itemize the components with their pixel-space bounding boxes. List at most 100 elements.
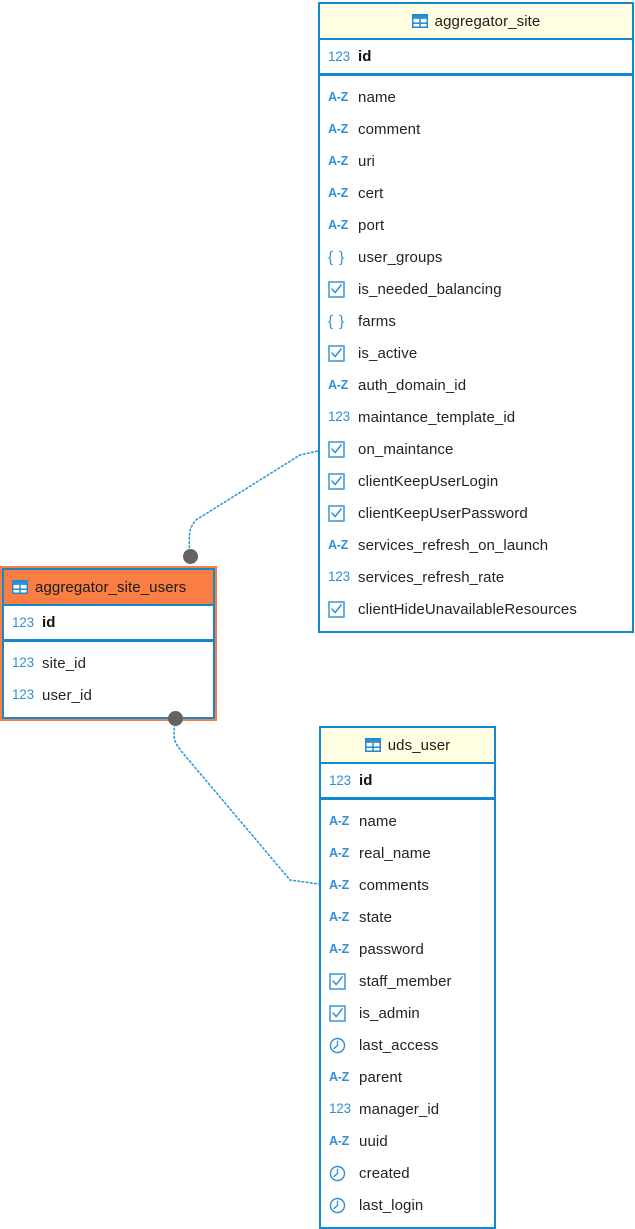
boolean-icon	[328, 279, 350, 299]
column-row[interactable]: A-Z cert	[320, 177, 632, 209]
text-icon: A-Z	[328, 185, 348, 200]
column-row[interactable]: 123 user_id	[4, 679, 213, 711]
relationship-endpoint-dot[interactable]	[168, 711, 183, 726]
column-row[interactable]: clientKeepUserPassword	[320, 497, 632, 529]
column-name: name	[359, 812, 397, 830]
text-icon: A-Z	[329, 1069, 349, 1084]
column-name: site_id	[42, 654, 87, 672]
text-icon: A-Z	[328, 121, 348, 136]
column-name: comment	[358, 120, 421, 138]
column-name: user_groups	[358, 248, 443, 266]
boolean-icon	[328, 439, 350, 459]
column-name: services_refresh_rate	[358, 568, 505, 586]
column-name: manager_id	[359, 1100, 440, 1118]
primary-key-row[interactable]: 123 id	[4, 606, 213, 642]
column-row[interactable]: on_maintance	[320, 433, 632, 465]
text-icon: A-Z	[329, 845, 349, 860]
column-row[interactable]: A-Z comment	[320, 113, 632, 145]
column-row[interactable]: staff_member	[321, 965, 494, 997]
column-row[interactable]: is_needed_balancing	[320, 273, 632, 305]
column-name: last_login	[359, 1196, 424, 1214]
number-icon: 123	[12, 655, 34, 671]
column-name: uuid	[359, 1132, 388, 1150]
datetime-icon	[329, 1035, 351, 1055]
column-name: farms	[358, 312, 396, 330]
column-row[interactable]: last_login	[321, 1189, 494, 1221]
column-name: password	[359, 940, 424, 958]
boolean-icon	[329, 1003, 351, 1023]
entity-title: aggregator_site_users	[35, 578, 187, 596]
text-icon: A-Z	[329, 909, 349, 924]
column-name: port	[358, 216, 385, 234]
column-row[interactable]: 123 site_id	[4, 647, 213, 679]
number-icon: 123	[329, 772, 351, 788]
column-row[interactable]: is_active	[320, 337, 632, 369]
column-name: user_id	[42, 686, 92, 704]
column-name: cert	[358, 184, 384, 202]
column-row[interactable]: created	[321, 1157, 494, 1189]
relationship-line-rel-site-users-to-uds-user[interactable]	[173, 723, 320, 885]
relationship-line-rel-site-to-site-users[interactable]	[188, 450, 319, 557]
number-icon: 123	[328, 409, 350, 425]
text-icon: A-Z	[328, 217, 348, 232]
entity-header[interactable]: aggregator_site	[320, 4, 632, 40]
column-name: name	[358, 88, 396, 106]
column-name: clientKeepUserPassword	[358, 504, 528, 522]
text-icon: A-Z	[329, 813, 349, 828]
column-row[interactable]: clientKeepUserLogin	[320, 465, 632, 497]
text-icon: A-Z	[328, 537, 348, 552]
table-icon	[411, 14, 428, 28]
column-row[interactable]: { } farms	[320, 305, 632, 337]
column-name: last_access	[359, 1036, 439, 1054]
boolean-icon	[329, 971, 351, 991]
column-row[interactable]: is_admin	[321, 997, 494, 1029]
datetime-icon	[329, 1163, 351, 1183]
json-icon: { }	[328, 312, 346, 330]
boolean-icon	[328, 503, 350, 523]
column-name: real_name	[359, 844, 431, 862]
text-icon: A-Z	[329, 877, 349, 892]
relationship-endpoint-dot[interactable]	[183, 549, 198, 564]
entity-title: aggregator_site	[434, 12, 541, 30]
column-name: on_maintance	[358, 440, 454, 458]
column-name: id	[42, 614, 56, 631]
column-name: clientHideUnavailableResources	[358, 600, 577, 618]
number-icon: 123	[12, 687, 34, 703]
column-row[interactable]: last_access	[321, 1029, 494, 1061]
entity-table-aggregator_site_users[interactable]: aggregator_site_users 123 id 123 site_id 123 u…	[0, 566, 217, 721]
column-name: is_admin	[359, 1004, 420, 1022]
column-row[interactable]: clientHideUnavailableResources	[320, 593, 632, 625]
boolean-icon	[328, 471, 350, 491]
column-row[interactable]: A-Z real_name	[321, 837, 494, 869]
column-name: staff_member	[359, 972, 452, 990]
column-row[interactable]: A-Z port	[320, 209, 632, 241]
entity-header[interactable]: aggregator_site_users	[4, 570, 213, 606]
column-row[interactable]: 123 maintance_template_id	[320, 401, 632, 433]
column-row[interactable]: { }user_groups	[320, 241, 632, 273]
column-list: 123 site_id 123 user_id	[4, 642, 213, 717]
column-name: maintance_template_id	[358, 408, 516, 426]
table-icon	[12, 580, 28, 594]
column-row[interactable]: A-Z name	[321, 805, 494, 837]
column-row[interactable]: A-Z state	[321, 901, 494, 933]
number-icon: 123	[12, 614, 34, 630]
column-name: state	[359, 908, 393, 926]
boolean-icon	[328, 343, 350, 363]
entity-header[interactable]: uds_user	[321, 728, 494, 764]
